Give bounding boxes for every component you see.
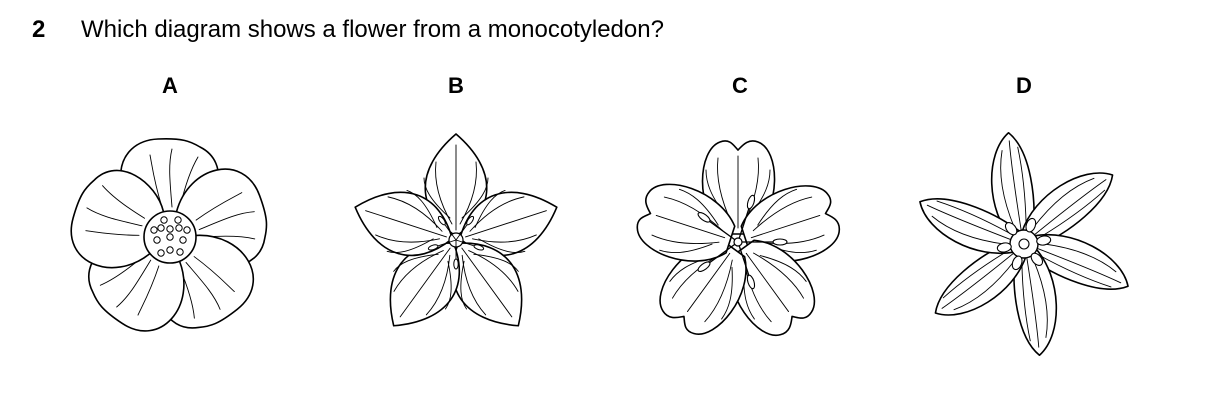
option-label-c: C [732,73,748,98]
option-label-b: B [448,73,464,98]
question-number: 2 [32,16,46,43]
option-label-a: A [162,73,178,98]
option-b[interactable]: B [336,72,576,392]
option-label-d: D [1016,73,1032,98]
option-c[interactable]: C [620,72,860,392]
option-a[interactable]: A [50,72,290,392]
question-text: Which diagram shows a flower from a mono… [81,16,664,43]
flower-b-icon [354,133,558,327]
flower-c-icon [636,140,841,337]
flower-d-icon [919,131,1129,357]
option-d[interactable]: D [904,72,1144,392]
flower-a-icon [70,138,268,332]
